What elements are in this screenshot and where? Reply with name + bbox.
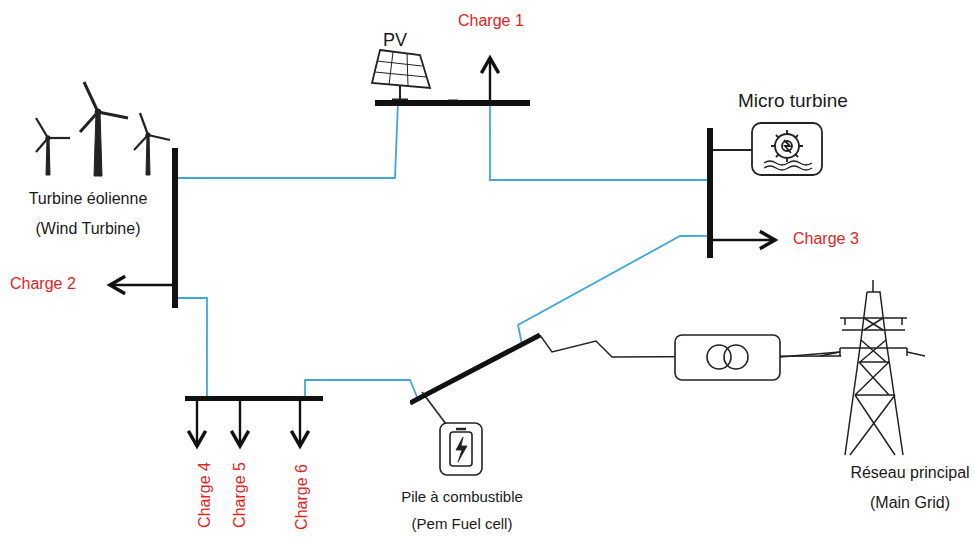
transformer — [675, 335, 840, 380]
fuel-cell-bus: Pile à combustible (Pem Fuel cell) — [410, 333, 542, 405]
source-label: Pile à combustible (Pem Fuel cell) — [382, 483, 542, 537]
source-label: Réseau principal (Main Grid) — [847, 458, 973, 518]
load-label: Charge 1 — [458, 12, 524, 30]
load-label: Charge 5 — [231, 462, 249, 528]
micro-turbine-icon — [712, 123, 822, 175]
wind-turbines — [36, 82, 170, 176]
power-line — [175, 103, 398, 178]
slanted-bus — [410, 333, 542, 405]
load-label: Charge 4 — [196, 462, 214, 528]
load-bus: Charge 4Charge 5Charge 6 — [185, 396, 323, 401]
main-grid: Réseau principal (Main Grid) — [838, 290, 905, 455]
source-label: Micro turbine — [738, 90, 848, 112]
power-line — [518, 236, 710, 344]
load-label: Charge 6 — [293, 464, 311, 530]
transmission-tower — [820, 280, 925, 455]
power-line — [490, 103, 710, 180]
load-arrows — [110, 58, 775, 446]
pv-panel — [372, 50, 458, 101]
wind-turbine-bus: Turbine éolienne (Wind Turbine)Charge 2 — [172, 148, 178, 308]
pv-bus: PVCharge 1 — [375, 100, 530, 106]
load-label: Charge 3 — [793, 230, 859, 248]
load-label: Charge 2 — [10, 275, 76, 293]
fuel-cell-icon — [422, 392, 482, 475]
source-label: PV — [383, 30, 407, 51]
power-line — [175, 298, 207, 399]
source-label: Turbine éolienne (Wind Turbine) — [8, 184, 168, 244]
micro-turbine-bus: Micro turbineCharge 3 — [707, 128, 713, 258]
